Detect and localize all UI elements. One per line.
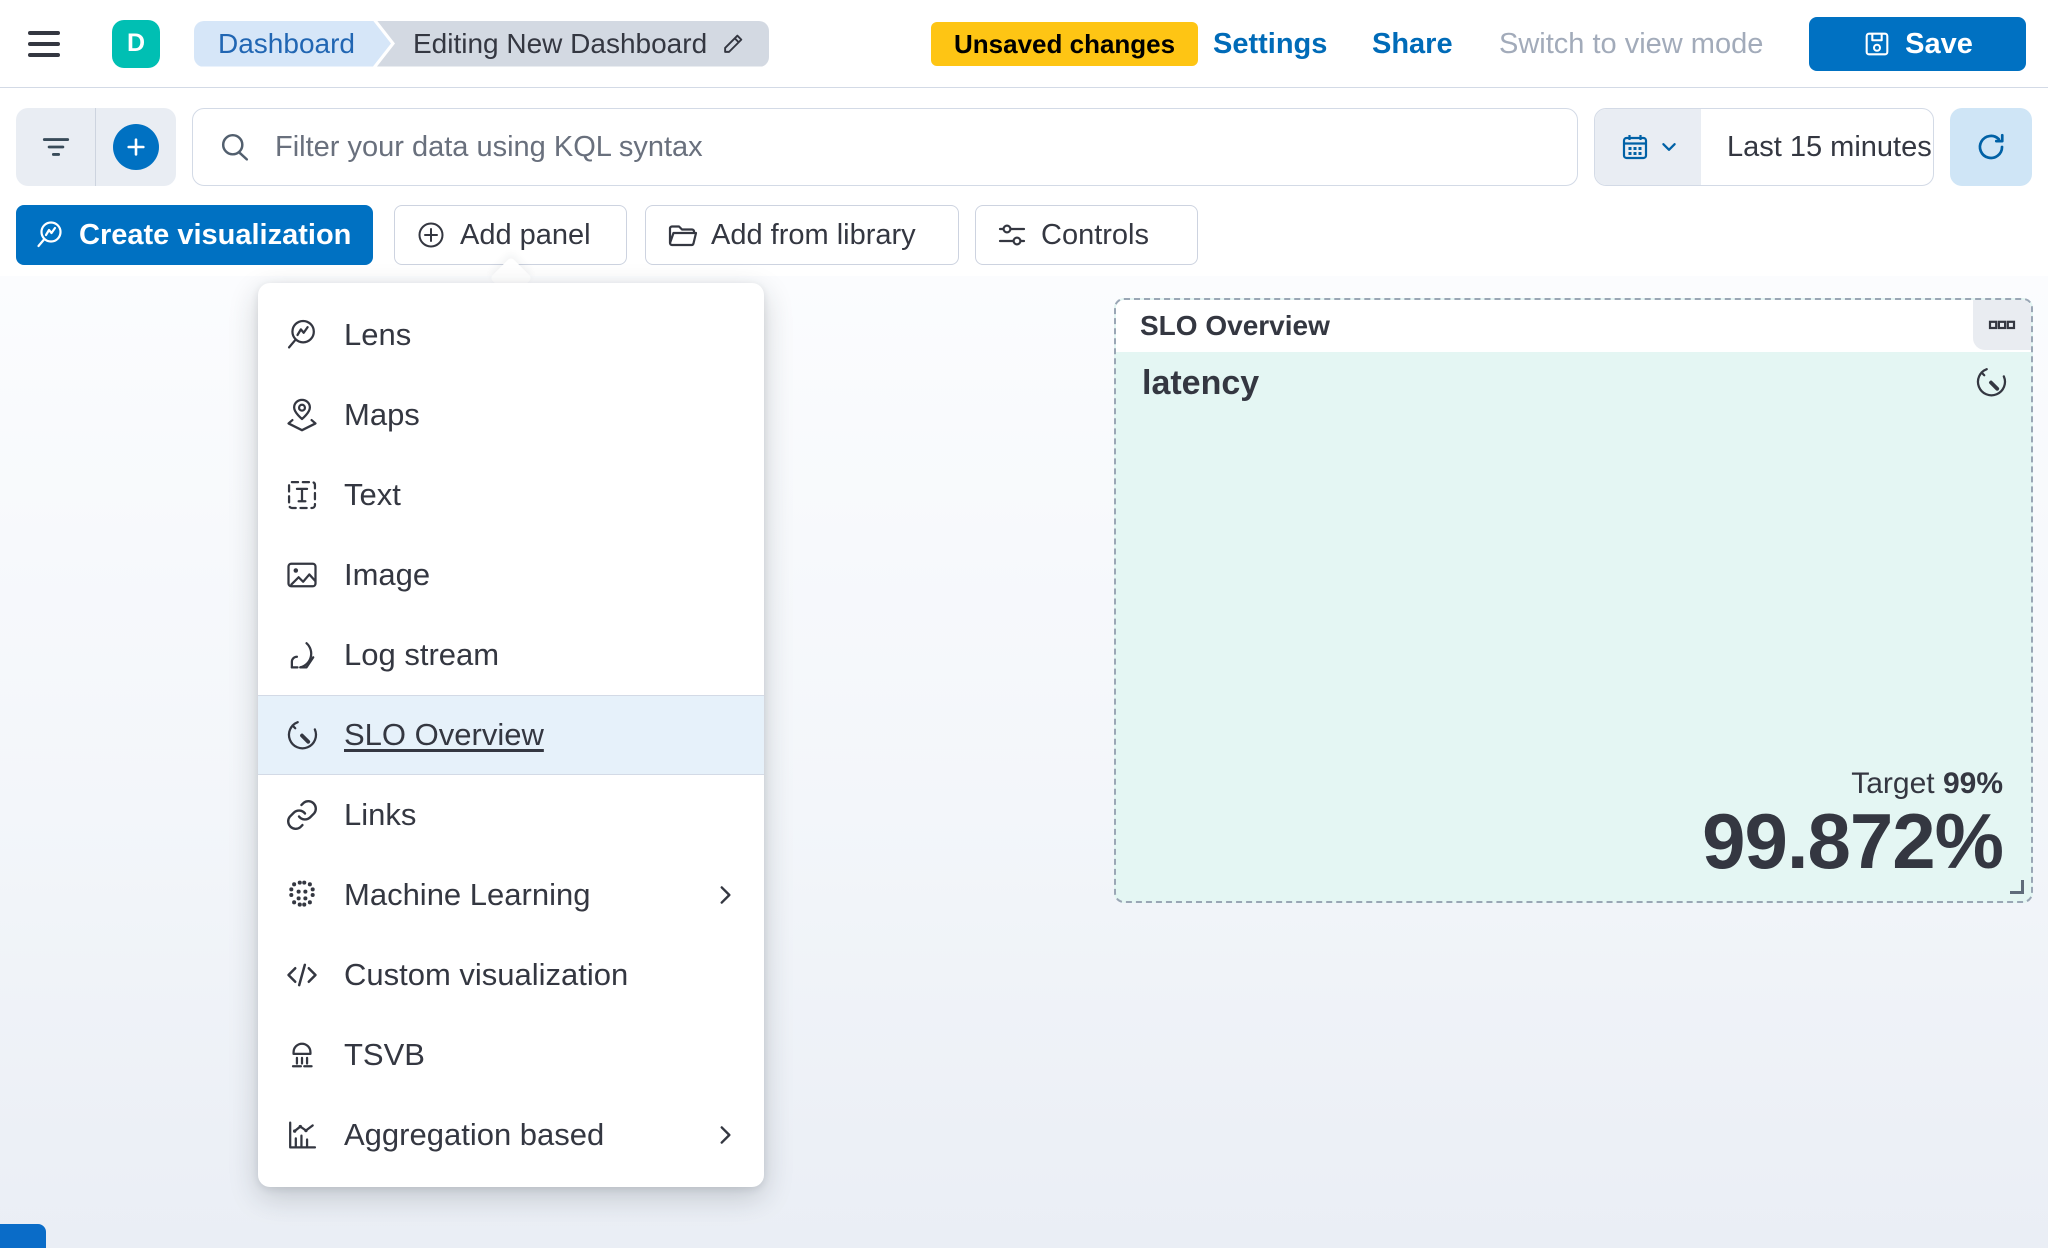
- switch-to-view-mode-link[interactable]: Switch to view mode: [1499, 27, 1764, 60]
- menu-item-label: Maps: [344, 397, 420, 432]
- add-panel-label: Add panel: [460, 218, 591, 251]
- tsvb-icon: [291, 1042, 313, 1068]
- unsaved-changes-badge: Unsaved changes: [931, 22, 1199, 66]
- machine-learning-icon: [289, 880, 315, 907]
- time-range-picker: Last 15 minutes: [1594, 108, 1934, 186]
- search-icon: [217, 129, 253, 165]
- menu-item-image[interactable]: Image: [258, 535, 764, 615]
- menu-item-log-stream[interactable]: Log stream: [258, 615, 764, 695]
- filter-button[interactable]: [16, 108, 95, 186]
- menu-item-aggregation-based[interactable]: Aggregation based: [258, 1095, 764, 1175]
- menu-item-text[interactable]: Text: [258, 455, 764, 535]
- slo-panel-header: SLO Overview: [1116, 300, 2031, 352]
- app-header: D Dashboard Editing New Dashboard Unsave…: [0, 0, 2048, 88]
- breadcrumb-dashboard[interactable]: Dashboard: [194, 21, 391, 67]
- add-filter-button[interactable]: [96, 108, 175, 186]
- links-icon: [287, 800, 317, 830]
- menu-item-label: Image: [344, 557, 431, 592]
- menu-item-tsvb[interactable]: TSVB: [258, 1015, 764, 1095]
- panel-resize-handle[interactable]: [2010, 880, 2024, 894]
- image-icon: [287, 562, 317, 588]
- menu-item-maps[interactable]: Maps: [258, 375, 764, 455]
- share-link[interactable]: Share: [1372, 27, 1453, 60]
- slo-overview-panel[interactable]: latency Target 99% 99.872% SLO Overview: [1114, 298, 2033, 903]
- aggregation-icon: [289, 1121, 317, 1149]
- save-button[interactable]: Save: [1809, 17, 2026, 71]
- settings-link[interactable]: Settings: [1213, 27, 1328, 60]
- chevron-down-icon: [1660, 138, 1678, 156]
- pencil-icon: [719, 30, 747, 58]
- kql-search-input[interactable]: [275, 130, 1557, 164]
- menu-item-lens[interactable]: Lens: [258, 295, 764, 375]
- log-stream-icon: [290, 642, 315, 669]
- text-icon: [287, 480, 317, 510]
- refresh-icon: [1973, 129, 2009, 165]
- menu-item-label: TSVB: [344, 1037, 425, 1072]
- save-floppy-icon: [1862, 29, 1892, 59]
- breadcrumb: Dashboard Editing New Dashboard: [194, 20, 770, 67]
- menu-item-label: Links: [344, 797, 417, 832]
- menu-item-label: Log stream: [344, 637, 500, 672]
- calendar-toggle-button[interactable]: [1595, 109, 1701, 185]
- maps-icon: [287, 398, 317, 432]
- menu-item-label: Lens: [344, 317, 412, 352]
- lens-icon: [287, 319, 315, 349]
- menu-item-custom-visualization[interactable]: Custom visualization: [258, 935, 764, 1015]
- boxes-horizontal-icon: [1988, 320, 2016, 330]
- partially-visible-panel-corner: [0, 1224, 46, 1248]
- controls-label: Controls: [1041, 218, 1149, 251]
- create-visualization-label: Create visualization: [79, 218, 352, 251]
- slo-values: Target 99% 99.872%: [1702, 767, 2004, 886]
- panel-options-button[interactable]: [1973, 300, 2031, 350]
- slo-target-label: Target: [1851, 767, 1935, 801]
- breadcrumb-current[interactable]: Editing New Dashboard: [376, 20, 770, 67]
- add-from-library-label: Add from library: [711, 218, 916, 251]
- slo-panel-body: latency Target 99% 99.872%: [1116, 352, 2031, 901]
- slo-target-value: 99%: [1942, 767, 2003, 801]
- menu-item-label: Custom visualization: [344, 957, 629, 992]
- menu-item-label: Aggregation based: [344, 1117, 605, 1152]
- slo-panel-title: SLO Overview: [1140, 310, 1330, 341]
- save-button-label: Save: [1905, 27, 1973, 60]
- chevron-right-icon: [712, 882, 738, 908]
- add-panel-menu: Lens Maps Text Image: [258, 283, 764, 1187]
- filter-icon: [39, 130, 73, 164]
- menu-hamburger-icon[interactable]: [28, 30, 60, 57]
- menu-item-label: Machine Learning: [344, 877, 591, 912]
- menu-item-label: Text: [344, 477, 401, 512]
- folder-icon: [666, 219, 698, 251]
- menu-item-label: SLO Overview: [344, 717, 544, 752]
- plus-in-circle-icon: [415, 219, 447, 251]
- slo-gauge-icon: [287, 721, 318, 750]
- plus-icon: [112, 124, 159, 170]
- breadcrumb-current-label: Editing New Dashboard: [412, 27, 708, 59]
- kql-search-bar: [192, 108, 1578, 186]
- time-range-value[interactable]: Last 15 minutes: [1727, 130, 1932, 163]
- refresh-button[interactable]: [1950, 108, 2032, 186]
- lens-icon: [34, 219, 66, 251]
- chevron-right-icon: [712, 1122, 738, 1148]
- sliders-icon: [996, 219, 1028, 251]
- divider: [95, 108, 96, 186]
- controls-button[interactable]: Controls: [975, 205, 1198, 265]
- add-panel-button[interactable]: Add panel: [394, 205, 627, 265]
- menu-item-links[interactable]: Links: [258, 775, 764, 855]
- menu-item-slo-overview[interactable]: SLO Overview: [258, 695, 764, 775]
- gauge-icon: [1973, 364, 2009, 405]
- slo-metric-name: latency: [1142, 364, 1260, 402]
- add-from-library-button[interactable]: Add from library: [645, 205, 959, 265]
- menu-item-machine-learning[interactable]: Machine Learning: [258, 855, 764, 935]
- create-visualization-button[interactable]: Create visualization: [16, 205, 374, 265]
- slo-observed-value: 99.872%: [1702, 797, 2004, 886]
- filter-controls-group: [16, 108, 176, 186]
- code-icon: [287, 963, 317, 987]
- calendar-icon: [1619, 131, 1651, 163]
- avatar[interactable]: D: [112, 19, 160, 68]
